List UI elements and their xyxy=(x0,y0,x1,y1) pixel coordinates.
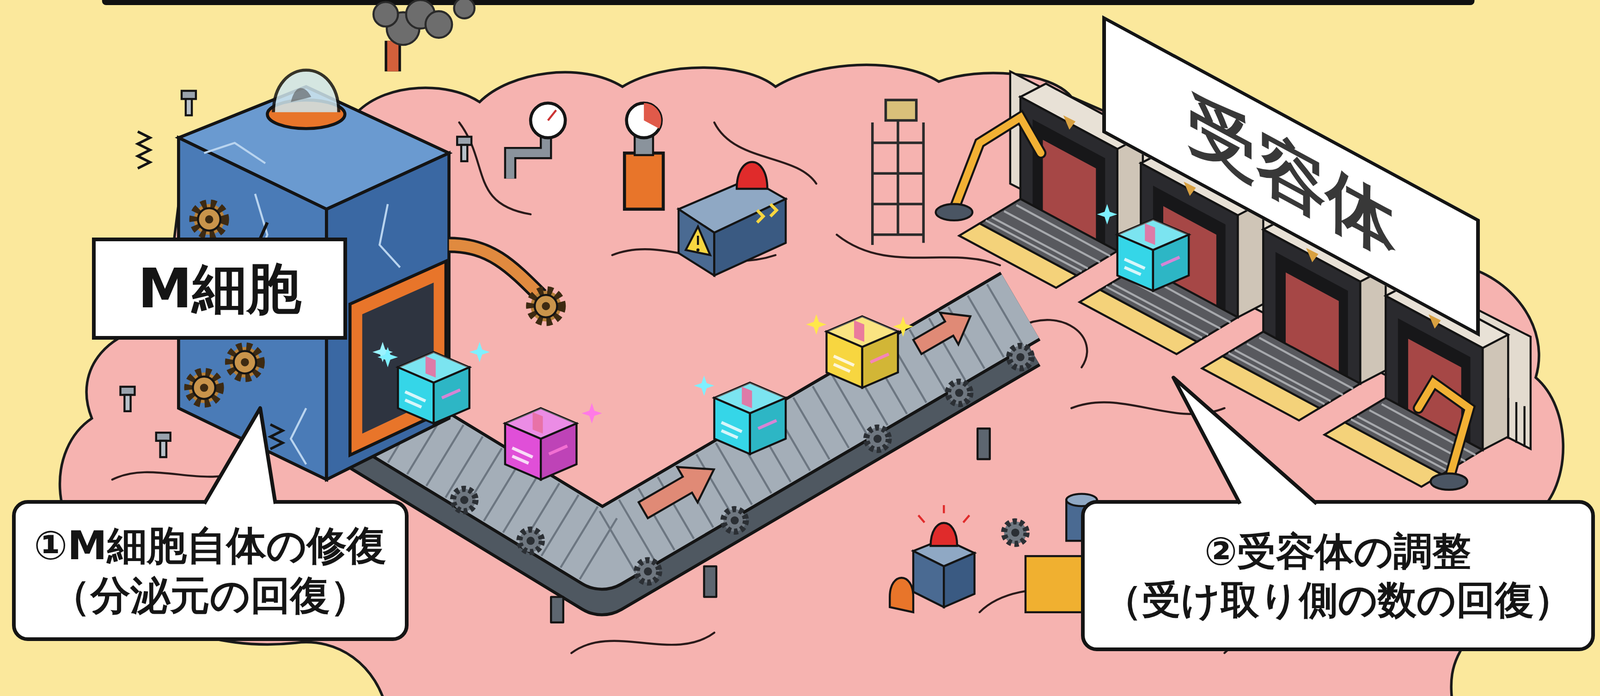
top-bar xyxy=(102,0,1475,6)
robot-arm xyxy=(935,117,1041,221)
heading-text: M細胞 xyxy=(137,254,301,324)
heading-text: ②受容体の調整 xyxy=(1204,527,1472,576)
parcels xyxy=(377,204,1189,480)
robot-arm xyxy=(1418,382,1470,490)
gauges xyxy=(510,103,664,210)
body-text: （分泌元の回復） xyxy=(50,570,370,621)
callout-tail xyxy=(204,408,276,506)
callout-tail xyxy=(1173,377,1317,506)
cell-label: M細胞 xyxy=(91,237,348,340)
belt-arrow xyxy=(633,300,980,528)
callout-box: ①M細胞自体の修復（分泌元の回復） xyxy=(12,500,409,642)
alarm xyxy=(678,162,786,276)
alarm xyxy=(889,505,1027,613)
scaffold xyxy=(872,99,924,245)
conveyor-belt xyxy=(367,305,1032,623)
body-text: （受け取り側の数の回復） xyxy=(1103,575,1573,625)
callout-box: ②受容体の調整（受け取り側の数の回復） xyxy=(1080,500,1595,652)
heading-text: ①M細胞自体の修復 xyxy=(33,520,386,571)
